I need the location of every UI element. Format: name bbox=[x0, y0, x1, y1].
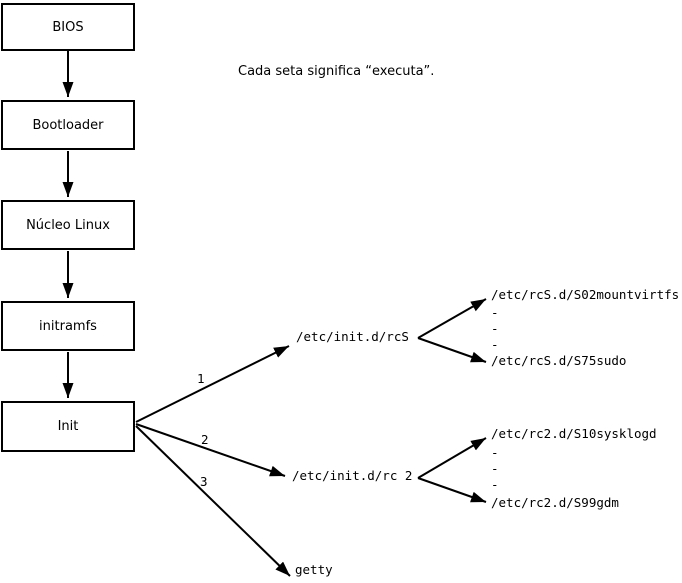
node-rc2-last: /etc/rc2.d/S99gdm bbox=[491, 495, 619, 510]
box-init-label: Init bbox=[57, 419, 79, 434]
box-initramfs-label: initramfs bbox=[39, 318, 97, 334]
box-bios: BIOS bbox=[1, 3, 135, 51]
node-getty: getty bbox=[295, 562, 333, 577]
node-rc2: /etc/init.d/rc 2 bbox=[292, 468, 413, 483]
legend-note: Cada seta significa “executa”. bbox=[238, 64, 435, 79]
rc2-ellipsis-dash: - bbox=[491, 461, 499, 476]
rcS-ellipsis-dash: - bbox=[491, 305, 499, 320]
box-kernel-label: Núcleo Linux bbox=[26, 217, 110, 233]
arrow-init-to-getty bbox=[135, 425, 291, 577]
box-init: Init bbox=[1, 401, 135, 452]
arrow-rc2-to-s10sysklogd bbox=[417, 437, 487, 479]
box-bootloader: Bootloader bbox=[1, 100, 135, 150]
box-bootloader-label: Bootloader bbox=[32, 117, 104, 133]
box-kernel: Núcleo Linux bbox=[1, 200, 135, 250]
fan-label-2: 2 bbox=[201, 432, 209, 447]
node-rcS-last: /etc/rcS.d/S75sudo bbox=[491, 353, 627, 368]
box-initramfs: initramfs bbox=[1, 301, 135, 351]
rc2-ellipsis-dash: - bbox=[491, 477, 499, 492]
node-rcS-first: /etc/rcS.d/S02mountvirtfs bbox=[491, 287, 680, 302]
node-rc2-first: /etc/rc2.d/S10sysklogd bbox=[491, 426, 657, 441]
rcS-ellipsis-dash: - bbox=[491, 321, 499, 336]
fan-label-3: 3 bbox=[200, 474, 208, 489]
node-rcS: /etc/init.d/rcS bbox=[296, 329, 409, 344]
arrow-rcS-to-s75sudo bbox=[417, 337, 487, 363]
box-bios-label: BIOS bbox=[52, 19, 84, 35]
arrow-init-to-rcS bbox=[135, 345, 290, 423]
rc2-ellipsis-dash: - bbox=[491, 445, 499, 460]
arrow-rcS-to-s02mountvirtfs bbox=[417, 298, 487, 339]
arrow-rc2-to-s99gdm bbox=[417, 477, 487, 503]
fan-label-1: 1 bbox=[197, 371, 205, 386]
rcS-ellipsis-dash: - bbox=[491, 337, 499, 352]
arrow-init-to-rc2 bbox=[135, 423, 286, 477]
